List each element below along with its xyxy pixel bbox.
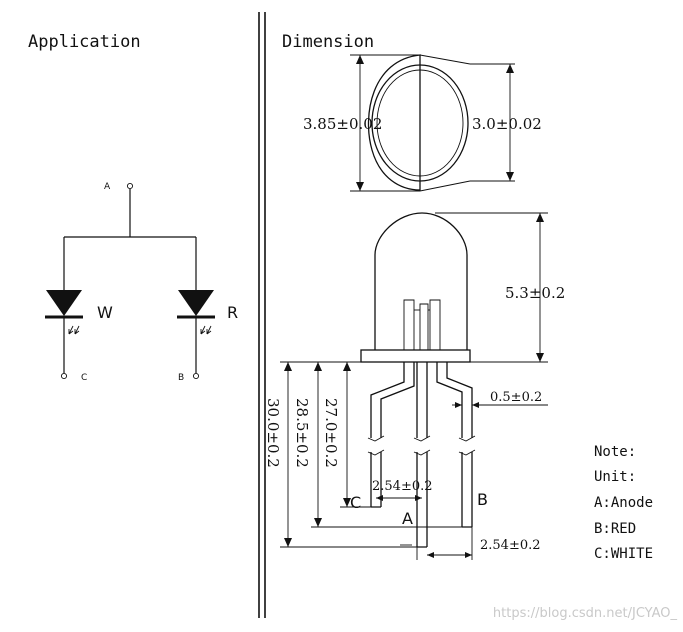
note-unit: Unit: [594,469,636,485]
lens-top-view [350,54,515,192]
led-red-label: R [227,303,238,322]
pitch-top-dimension: 2.54±0.2 [372,479,433,494]
note-title: Note: [594,444,636,460]
lead-b-label: B [477,490,488,509]
application-title: Application [28,32,141,52]
watermark-text: https://blog.csdn.net/JCYAO_ [493,606,678,621]
led-side-view [280,212,548,560]
length-28-5-dimension: 28.5±0.2 [293,398,311,468]
pin-b-terminal [192,372,200,380]
note-white: C:WHITE [594,546,653,562]
led-white-symbol [45,290,83,373]
notes-block: Note: Unit: A:Anode B:RED C:WHITE [594,444,653,562]
led-red-symbol [177,290,215,373]
length-27-dimension: 27.0±0.2 [322,398,340,468]
led-white-label: W [97,303,113,322]
pin-a-label: A [104,182,111,192]
lens-outer-dimension: 3.85±0.02 [303,115,382,133]
note-anode: A:Anode [594,495,653,511]
pin-a-terminal [126,182,134,190]
circuit-schematic: A W C R B [45,182,238,383]
lens-inner-dimension: 3.0±0.02 [472,115,542,133]
height-dimension: 5.3±0.2 [505,284,565,302]
lead-a-label: A [402,509,413,528]
pitch-bottom-dimension: 2.54±0.2 [480,538,541,553]
dimension-title: Dimension [282,32,374,52]
note-red: B:RED [594,521,636,537]
length-30-dimension: 30.0±0.2 [264,398,282,468]
pin-b-label: B [178,373,184,383]
lead-c-label: C [350,493,361,512]
pin-c-label: C [81,373,87,383]
lead-width-dimension: 0.5±0.2 [490,390,542,405]
pin-c-terminal [60,372,68,380]
